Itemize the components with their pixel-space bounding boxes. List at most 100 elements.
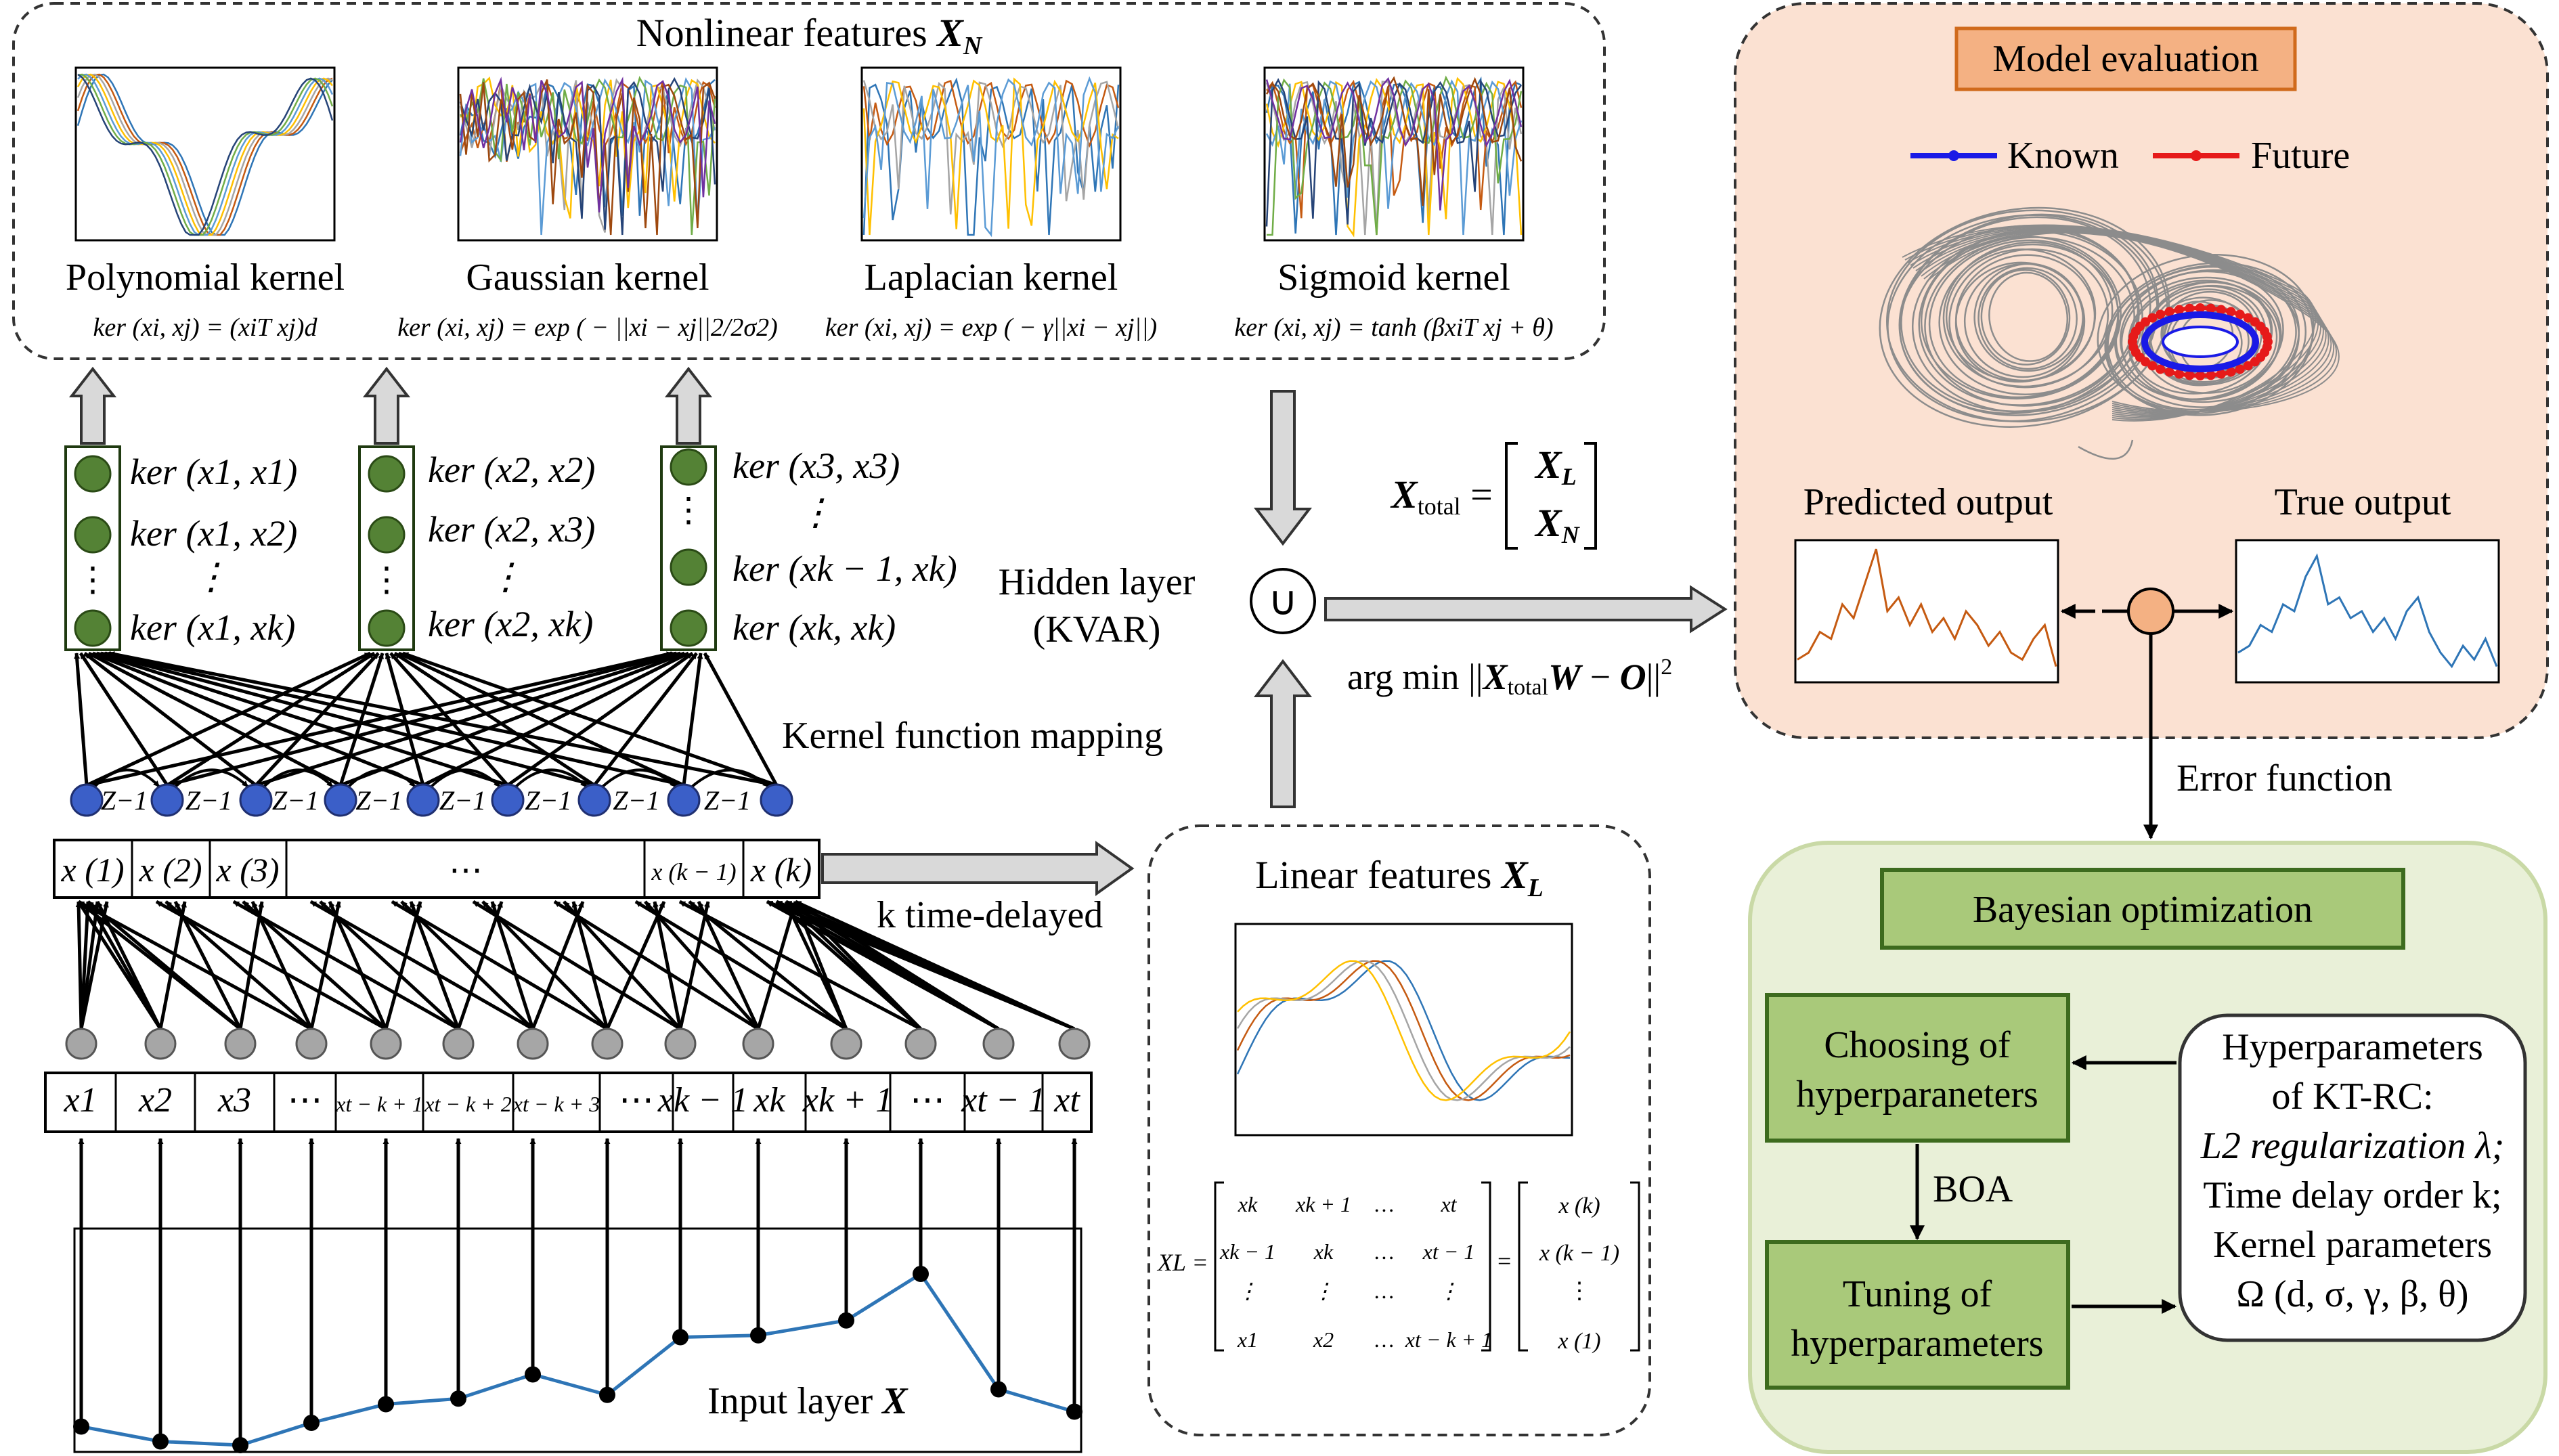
input-node [830, 1028, 862, 1060]
kernel-mapping-connections [74, 651, 779, 787]
kernel-node-ellipsis: ⋮ [672, 491, 705, 529]
hyper-line: Hyperparameters [2222, 1026, 2483, 1068]
choosing-line-1: Choosing of [1824, 1024, 2011, 1066]
input-node [1058, 1028, 1091, 1060]
delayed-cell: x (3) [216, 851, 280, 889]
linear-features-title: Linear features XL [1255, 853, 1544, 902]
kernel-name-laplacian: Laplacian kernel [865, 257, 1118, 299]
true-output-label: True output [2275, 481, 2451, 523]
matrix-cell: x2 [1313, 1327, 1334, 1352]
input-node [65, 1028, 97, 1060]
kernel-column-3-labels: ker (x3, x3) ⋮ ker (xk − 1, xk) ker (xk,… [732, 445, 957, 648]
delayed-cell: ⋯ [449, 851, 483, 889]
kernel-label: ker (xk − 1, xk) [732, 548, 957, 589]
kernel-name-polynomial: Polynomial kernel [66, 257, 345, 299]
hidden-layer-sublabel: (KVAR) [1033, 609, 1161, 650]
delay-operator: Z−1 [704, 785, 751, 816]
plot-curve [1265, 76, 1523, 206]
kernel-formula-sigmoid: ker (xi, xj) = tanh (βxiT xj + θ) [1234, 313, 1553, 342]
input-node [517, 1028, 549, 1060]
input-cell: xt [1053, 1081, 1080, 1120]
kernel-plot-polynomial [74, 66, 336, 242]
plot-curve [76, 73, 333, 236]
hyper-line: Kernel parameters [2213, 1224, 2492, 1266]
plot-curve [459, 79, 716, 236]
kernel-plot-laplacian [860, 66, 1122, 242]
legend-known: Known [2007, 135, 2119, 177]
plot-curve [460, 76, 716, 236]
nonlinear-features-panel: Nonlinear features XN Polynomial kernel … [12, 2, 1606, 360]
delay-node [324, 783, 357, 817]
kernel-column-1-labels: ker (x1, x1) ker (x1, x2) ⋮ ker (x1, xk) [130, 451, 297, 648]
model-evaluation-panel: Model evaluation Known Future Predicted … [1734, 2, 2549, 739]
plot-curve [1237, 960, 1571, 1101]
input-node [295, 1028, 328, 1060]
kernel-label: ker (x3, x3) [732, 445, 900, 486]
to-linear-features-arrow [821, 841, 1135, 896]
legend-future: Future [2251, 135, 2350, 177]
tuning-line-2: hyperparameters [1791, 1323, 2043, 1365]
vector-cell: x (1) [1557, 1329, 1600, 1354]
kernel-plot-gaussian [457, 66, 718, 242]
time-delayed-label: k time-delayed [877, 894, 1103, 936]
vector-cell: x (k − 1) [1539, 1241, 1619, 1266]
series-point [672, 1329, 688, 1346]
matrix-cell: xt − 1 [1422, 1239, 1475, 1264]
error-function-label: Error function [2177, 757, 2392, 799]
hyper-line: of KT-RC: [2271, 1076, 2433, 1118]
delay-operator: Z−1 [101, 785, 148, 816]
series-point [232, 1437, 248, 1453]
input-cell: xk + 1 [802, 1081, 893, 1120]
kernel-node [368, 516, 406, 554]
kernel-formula-laplacian: ker (xi, xj) = exp ( − γ||xi − xj||) [825, 313, 1157, 342]
union-node [1250, 568, 1316, 634]
choosing-hyperparameters-box [1765, 993, 2070, 1143]
true-output-plot [2235, 539, 2500, 684]
kernel-node [74, 455, 112, 493]
delay-node [577, 783, 611, 817]
input-cell: x2 [138, 1081, 172, 1120]
delay-connections [75, 900, 1076, 1031]
plot-curve [459, 76, 716, 213]
error-junction-node [2127, 588, 2174, 635]
series-point [750, 1327, 766, 1344]
x-total-equation: Xtotal = XL XN [1390, 442, 1597, 550]
input-cell: ⋯ [619, 1081, 654, 1120]
series-point [525, 1366, 541, 1383]
input-cell: ⋯ [910, 1081, 945, 1120]
matrix-equals: = [1497, 1248, 1511, 1275]
series-point [599, 1386, 615, 1403]
delayed-cell: x (k − 1) [651, 858, 736, 885]
kernel-node [670, 548, 707, 586]
kernel-label: ⋮ [487, 556, 524, 597]
plot-curve [1265, 76, 1522, 236]
kernel-node [74, 516, 112, 554]
input-node [224, 1028, 257, 1060]
input-node [370, 1028, 402, 1060]
series-point [152, 1433, 169, 1450]
matrix-cell: x1 [1237, 1327, 1258, 1352]
matrix-cell: xk [1313, 1239, 1334, 1264]
plot-curve [77, 73, 334, 236]
matrix-cell: … [1375, 1327, 1394, 1352]
plot-curve [1265, 76, 1523, 211]
input-node [904, 1028, 937, 1060]
input-node [742, 1028, 774, 1060]
matrix-lhs: XL = [1156, 1249, 1208, 1276]
bayesian-optimization-panel: Bayesian optimization Choosing of hyperp… [1748, 841, 2547, 1454]
plot-curve [862, 79, 1120, 148]
kernel-up-arrows [68, 366, 713, 445]
kernel-node [368, 609, 406, 647]
delay-node [667, 783, 701, 817]
delay-node [406, 783, 440, 817]
input-cell: x1 [63, 1081, 97, 1120]
matrix-cell: ⋮ [1438, 1279, 1460, 1303]
x-total-bottom: XN [1534, 501, 1581, 548]
hyper-line: Ω (d, σ, γ, β, θ) [2236, 1273, 2468, 1315]
kernel-node [670, 448, 707, 486]
matrix-cell: ⋮ [1237, 1279, 1259, 1303]
matrix-cell: xt − k + 1 [1405, 1327, 1492, 1352]
plot-curve [76, 73, 333, 236]
plot-curve [77, 73, 334, 236]
